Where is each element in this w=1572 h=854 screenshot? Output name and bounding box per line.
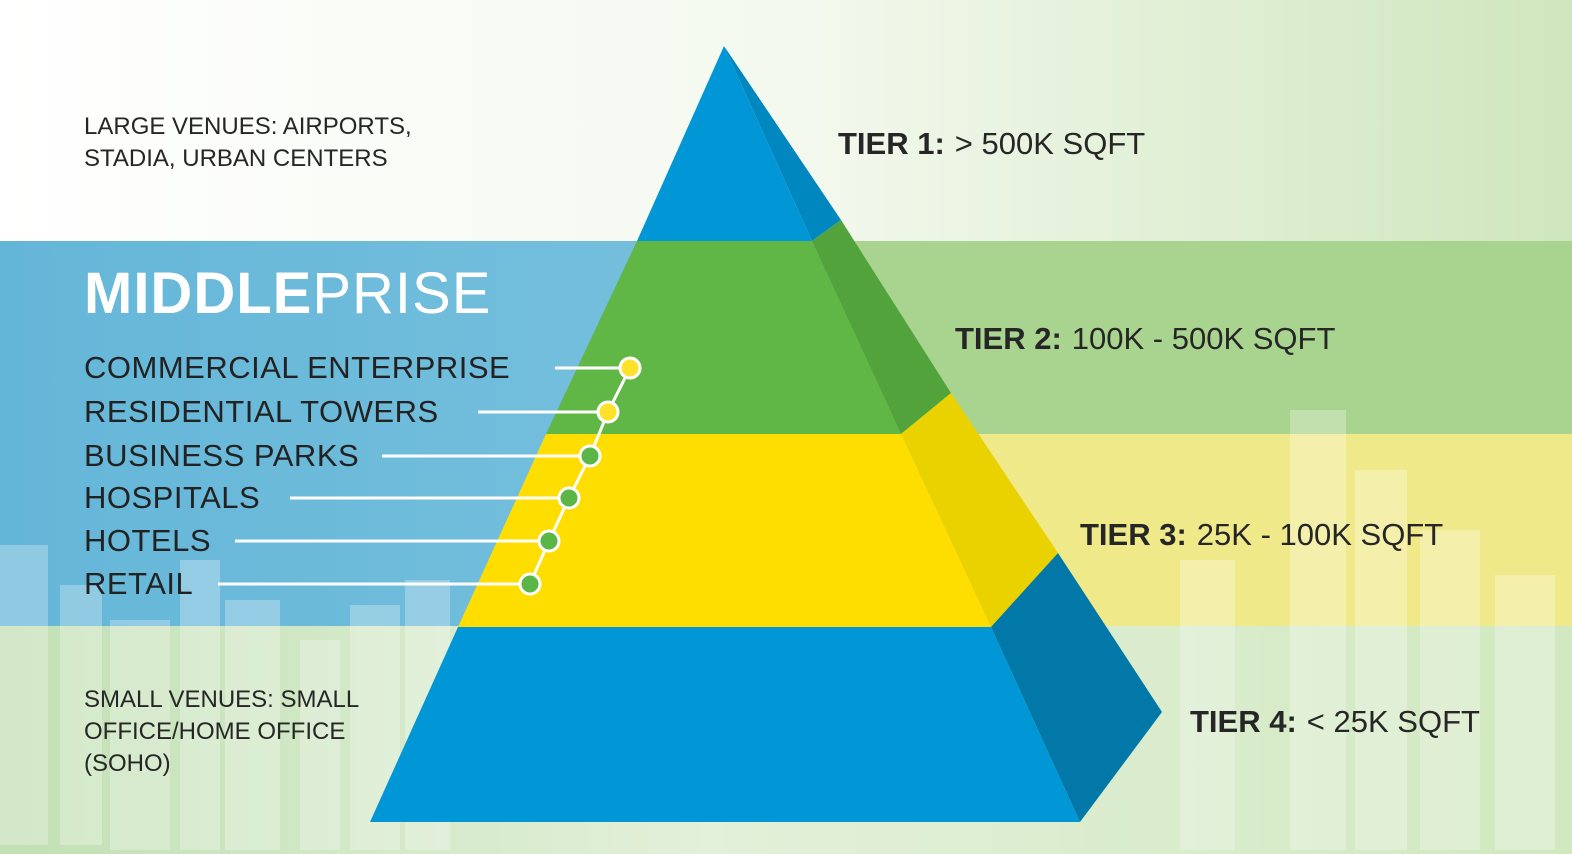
middleprise-dots xyxy=(518,356,642,596)
middleprise-item-hotels: HOTELS xyxy=(84,523,212,558)
tier-3-label: TIER 3: 25K - 100K SQFT xyxy=(1080,517,1443,553)
large-venues-line-1: LARGE VENUES: AIRPORTS, xyxy=(84,113,412,140)
small-venues-line-1: SMALL VENUES: SMALL xyxy=(84,686,360,713)
dot-commercial-enterprise xyxy=(618,356,642,380)
pyramid-side xyxy=(724,46,1162,822)
dot-hotels xyxy=(537,529,561,553)
tier-2-value: 100K - 500K SQFT xyxy=(1071,321,1336,356)
pyramid-front xyxy=(370,46,1080,822)
tier-4-value: < 25K SQFT xyxy=(1306,704,1480,739)
tier-3-value: 25K - 100K SQFT xyxy=(1196,517,1444,552)
tier-3-name: TIER 3: xyxy=(1080,517,1187,552)
pyramid-tier-4-face xyxy=(370,627,1080,822)
middleprise-title-bold: MIDDLE xyxy=(84,261,313,326)
tier-4-name: TIER 4: xyxy=(1190,704,1297,739)
middleprise-title-light: PRISE xyxy=(312,261,492,326)
dot-hospitals xyxy=(557,486,581,510)
pyramid-tier-1-face xyxy=(637,46,812,241)
pyramid-tier-3-face xyxy=(458,434,991,627)
large-venues-line-2: STADIA, URBAN CENTERS xyxy=(84,145,388,172)
middleprise-item-residential-towers: RESIDENTIAL TOWERS xyxy=(84,394,439,429)
pyramid-tier-2-side xyxy=(812,220,951,434)
large-venues-label: LARGE VENUES: AIRPORTS, STADIA, URBAN CE… xyxy=(84,111,412,175)
tier-1-value: > 500K SQFT xyxy=(954,126,1146,161)
dot-retail xyxy=(518,572,542,596)
small-venues-line-3: (SOHO) xyxy=(84,750,171,777)
small-venues-label: SMALL VENUES: SMALL OFFICE/HOME OFFICE (… xyxy=(84,684,359,780)
pyramid-tier-3-side xyxy=(901,393,1058,627)
pyramid-tier-1-side xyxy=(724,46,841,241)
middleprise-item-hospitals: HOSPITALS xyxy=(84,480,261,515)
middleprise-item-commercial-enterprise: COMMERCIAL ENTERPRISE xyxy=(84,350,511,385)
small-venues-line-2: OFFICE/HOME OFFICE xyxy=(84,718,346,745)
band-tier-2 xyxy=(840,241,1572,434)
middleprise-item-retail: RETAIL xyxy=(84,566,194,601)
tier-4-label: TIER 4: < 25K SQFT xyxy=(1190,704,1480,740)
tier-2-name: TIER 2: xyxy=(955,321,1062,356)
dot-business-parks xyxy=(578,444,602,468)
middleprise-item-business-parks: BUSINESS PARKS xyxy=(84,438,360,473)
pyramid-tier-4-side xyxy=(991,553,1162,822)
dot-residential-towers xyxy=(596,400,620,424)
tier-1-name: TIER 1: xyxy=(838,126,945,161)
tier-1-label: TIER 1: > 500K SQFT xyxy=(838,126,1145,162)
pyramid-tier-2-face xyxy=(546,241,901,434)
tier-2-label: TIER 2: 100K - 500K SQFT xyxy=(955,321,1335,357)
middleprise-title: MIDDLEPRISE xyxy=(84,260,491,327)
